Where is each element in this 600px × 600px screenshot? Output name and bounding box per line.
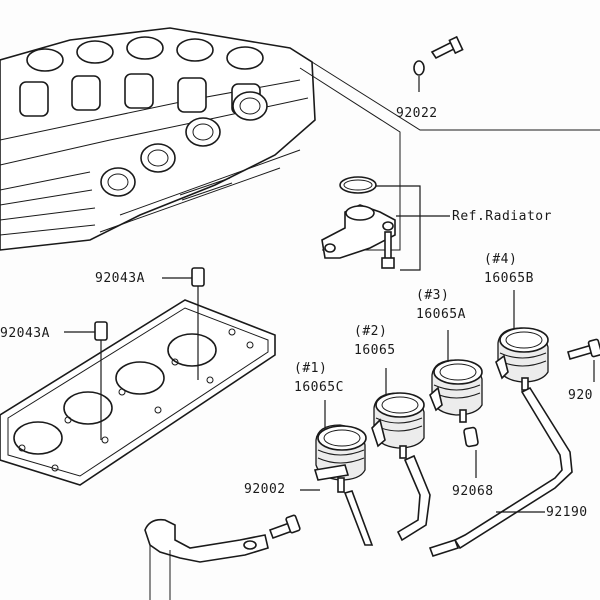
- label-92190: 92190: [546, 505, 588, 520]
- intake-boot-3: [429, 359, 483, 423]
- dowel-pin-top: [191, 267, 205, 380]
- bolt-top: [430, 35, 464, 60]
- bracket: [144, 518, 269, 600]
- label-92068: 92068: [452, 484, 494, 499]
- water-outlet-housing: [321, 204, 396, 259]
- intake-boot-2: [371, 392, 425, 459]
- intake-boot-1: [313, 424, 367, 493]
- washer-92022: [413, 60, 425, 76]
- label-position-4: (#4): [484, 252, 518, 267]
- cap-92068: [463, 426, 479, 478]
- label-92043a-top: 92043A: [95, 271, 145, 286]
- label-16065: 16065: [354, 343, 396, 358]
- intake-boot-4: [495, 327, 549, 391]
- housing-bolt: [381, 231, 395, 269]
- screw-right: [567, 338, 600, 360]
- label-92002: 92002: [244, 482, 286, 497]
- label-ref-radiator: Ref.Radiator: [452, 209, 552, 224]
- label-92022: 92022: [396, 106, 438, 121]
- label-position-1: (#1): [294, 361, 328, 376]
- label-16065c: 16065C: [294, 380, 344, 395]
- cylinder-head: [0, 27, 316, 251]
- label-92043a-left: 92043A: [0, 326, 50, 341]
- label-position-3: (#3): [416, 288, 450, 303]
- label-position-2: (#2): [354, 324, 388, 339]
- vacuum-hoses: [343, 386, 573, 557]
- head-gasket: [0, 299, 276, 486]
- label-16065b: 16065B: [484, 271, 534, 286]
- label-16065a: 16065A: [416, 307, 466, 322]
- o-ring: [339, 176, 377, 194]
- dowel-pin-left: [94, 321, 108, 440]
- bolt-92002: [268, 514, 301, 540]
- label-920-right: 920: [568, 388, 593, 403]
